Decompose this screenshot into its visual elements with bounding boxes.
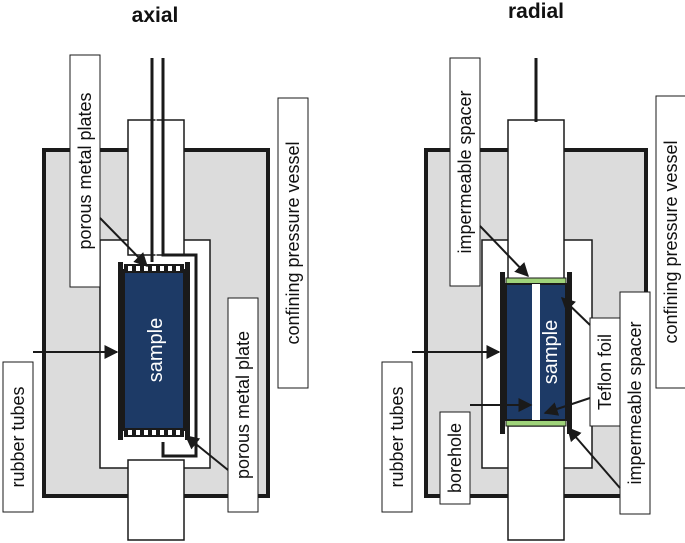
radial-arrow-spacer-bottom-2 <box>543 397 591 416</box>
axial-arrow-porous-plates <box>99 217 148 268</box>
radial-label-impermeable-spacer-bottom: impermeable spacer <box>625 321 645 484</box>
radial-label-box-teflon <box>589 317 621 427</box>
axial-porous-plate-top <box>124 264 184 273</box>
axial-arrow-porous-plate <box>184 435 229 471</box>
radial-rubber-tube-right <box>567 272 572 434</box>
radial-arrow-spacer-top <box>479 225 529 278</box>
axial-rubber-tube-left <box>118 262 123 440</box>
axial-label-porous-metal-plate: porous metal plate <box>233 331 253 479</box>
axial-bottom-piston <box>127 459 185 541</box>
radial-label-confining-pressure-vessel: confining pressure vessel <box>661 140 681 343</box>
radial-panel: radial sample impermeable spacer confini… <box>381 0 685 541</box>
axial-fluid-line-right <box>161 58 198 458</box>
axial-label-box-porous-plate <box>227 297 259 513</box>
axial-label-confining-pressure-vessel: confining pressure vessel <box>283 141 303 344</box>
radial-label-borehole: borehole <box>445 423 465 493</box>
axial-label-box-vessel <box>277 97 309 389</box>
radial-label-rubber-tubes: rubber tubes <box>387 386 407 487</box>
axial-sample <box>123 269 185 431</box>
radial-top-piston <box>507 119 565 281</box>
radial-arrow-teflon <box>560 297 591 326</box>
axial-label-rubber-tubes: rubber tubes <box>8 386 28 487</box>
radial-bottom-piston <box>507 425 565 541</box>
axial-sample-label: sample <box>145 318 167 382</box>
radial-label-impermeable-spacer-top: impermeable spacer <box>455 90 475 253</box>
radial-sample-label: sample <box>540 320 562 384</box>
axial-label-box-porous-plates <box>69 54 101 288</box>
axial-label-porous-metal-plates: porous metal plates <box>75 92 95 249</box>
axial-label-box-rubber-tubes <box>2 361 34 513</box>
radial-arrow-spacer-bottom <box>567 426 621 489</box>
radial-borehole <box>532 284 540 420</box>
axial-rubber-tube-right <box>185 262 190 440</box>
radial-label-box-vessel <box>655 95 685 389</box>
axial-title: axial <box>132 4 179 27</box>
radial-label-teflon-foil: Teflon foil <box>595 334 615 410</box>
axial-panel: axial <box>2 4 309 541</box>
radial-label-box-spacer-bottom <box>619 291 651 515</box>
radial-rubber-tube-left <box>500 272 505 434</box>
radial-label-box-spacer-top <box>449 57 481 287</box>
radial-label-box-borehole <box>439 411 471 505</box>
axial-porous-plate-bottom <box>124 428 184 437</box>
radial-label-box-rubber-tubes <box>381 361 413 513</box>
radial-title: radial <box>508 0 564 23</box>
